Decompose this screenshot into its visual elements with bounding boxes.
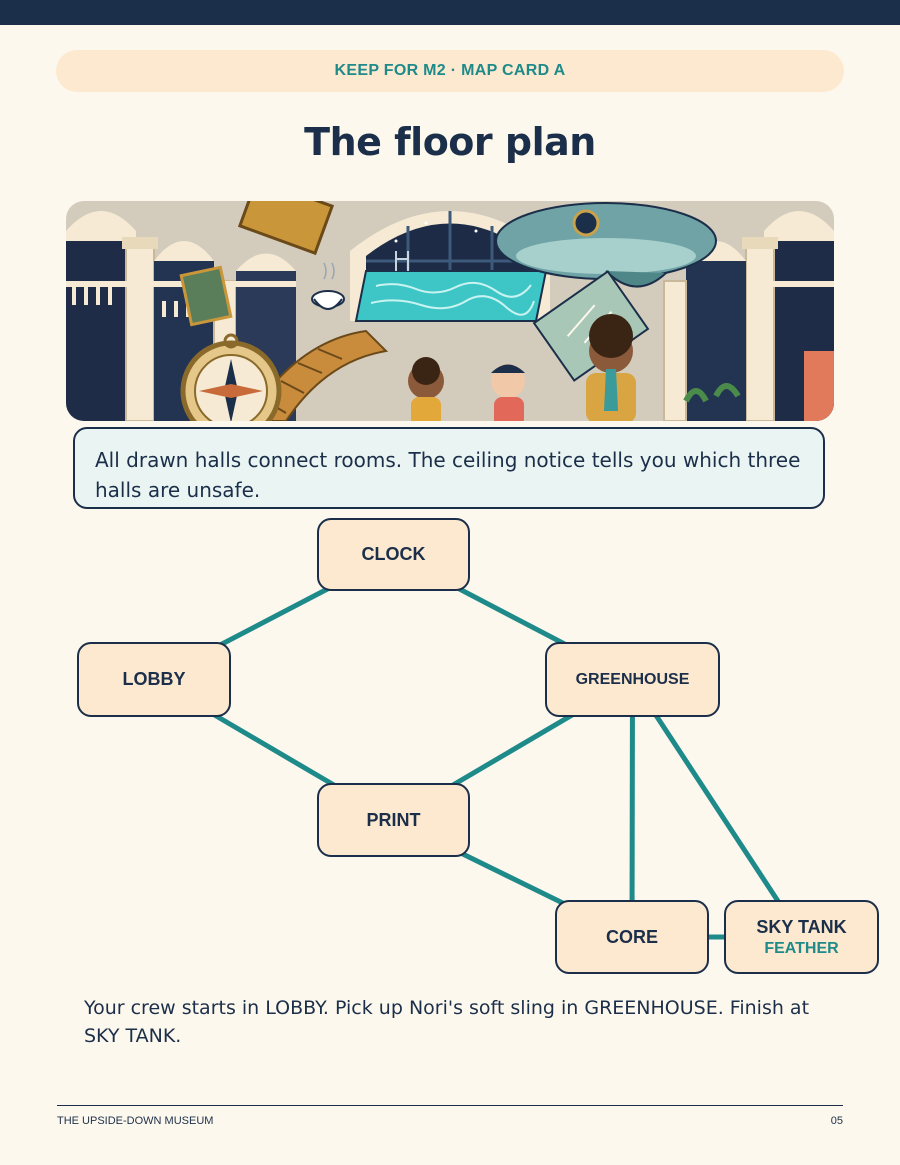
museum-scene xyxy=(66,201,834,421)
room-clock[interactable]: CLOCK xyxy=(317,518,470,591)
kicker-text: KEEP FOR M2 · MAP CARD A xyxy=(334,62,566,79)
instructions-text: Your crew starts in LOBBY. Pick up Nori'… xyxy=(84,997,810,1047)
teacup-icon xyxy=(311,262,345,310)
hero-illustration xyxy=(66,201,834,421)
room-core[interactable]: CORE xyxy=(555,900,709,974)
footer-page-number: 05 xyxy=(830,1115,843,1127)
room-print[interactable]: PRINT xyxy=(317,783,470,857)
kicker-banner: KEEP FOR M2 · MAP CARD A xyxy=(56,50,844,92)
footer-book-title: THE UPSIDE-DOWN MUSEUM xyxy=(57,1115,214,1127)
hall-greenhouse-skytank xyxy=(630,677,804,940)
room-tag-feather: FEATHER xyxy=(764,939,839,957)
ceiling-notice-box: All drawn halls connect rooms. The ceili… xyxy=(73,427,825,509)
tilted-frame-icon xyxy=(179,201,335,327)
room-lobby[interactable]: LOBBY xyxy=(77,642,231,717)
hall-greenhouse-core xyxy=(629,677,635,940)
whale-icon xyxy=(495,202,717,288)
room-label: LOBBY xyxy=(122,669,186,689)
room-label: CORE xyxy=(605,926,658,947)
children-characters xyxy=(408,314,741,421)
notice-text: All drawn halls connect rooms. The ceili… xyxy=(95,448,801,502)
footer-divider xyxy=(57,1105,843,1106)
compass-icon xyxy=(180,333,282,421)
top-bar xyxy=(0,0,900,25)
room-greenhouse[interactable]: GREENHOUSE xyxy=(545,642,720,717)
room-label: GREENHOUSE xyxy=(575,670,690,688)
room-label: CLOCK xyxy=(361,544,426,564)
room-skytank[interactable]: SKY TANK FEATHER xyxy=(724,900,879,974)
room-label: SKY TANK xyxy=(756,916,847,937)
room-label: PRINT xyxy=(366,809,421,830)
page-title: The floor plan xyxy=(304,120,596,164)
